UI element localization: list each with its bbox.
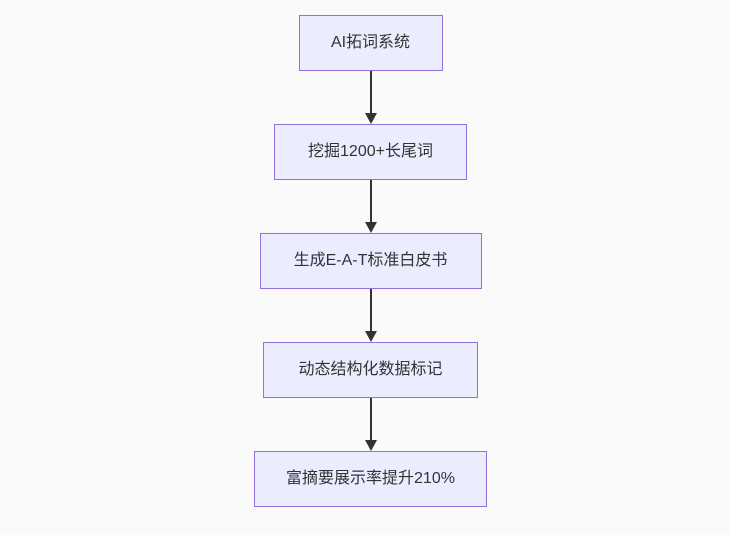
- flowchart-node-4: 动态结构化数据标记: [263, 342, 478, 398]
- arrow-down-icon: [364, 398, 377, 451]
- node-label: 富摘要展示率提升210%: [286, 470, 455, 487]
- arrow-down-icon: [364, 180, 377, 233]
- flowchart-node-2: 挖掘1200+长尾词: [274, 124, 467, 180]
- arrow-down-icon: [364, 289, 377, 342]
- flowchart-canvas: AI拓词系统 挖掘1200+长尾词 生成E-A-T标准白皮书 动态结构化数据标记…: [6, 0, 729, 535]
- flowchart-node-3: 生成E-A-T标准白皮书: [259, 233, 482, 289]
- node-label: 生成E-A-T标准白皮书: [293, 252, 448, 269]
- flowchart-node-1: AI拓词系统: [298, 15, 443, 71]
- node-label: 动态结构化数据标记: [298, 361, 443, 378]
- node-label: 挖掘1200+长尾词: [308, 143, 433, 160]
- node-label: AI拓词系统: [330, 34, 411, 51]
- arrow-down-icon: [364, 71, 377, 124]
- flowchart-node-5: 富摘要展示率提升210%: [254, 451, 487, 507]
